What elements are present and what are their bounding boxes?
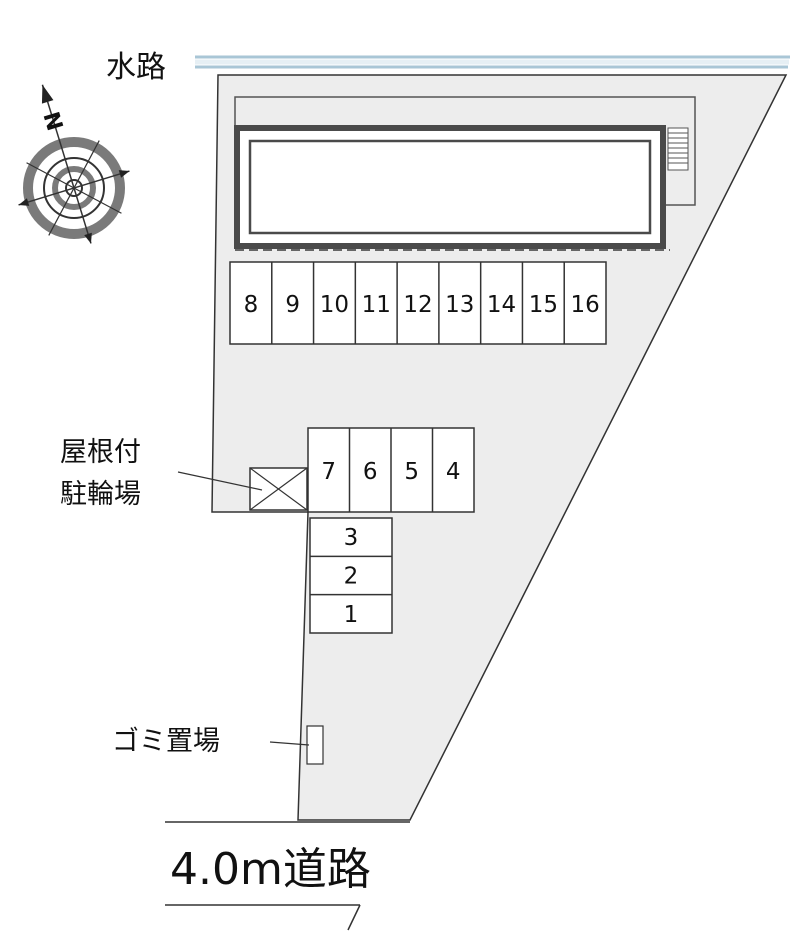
parking-space-5: 5 [404, 459, 419, 485]
bike-parking-label-line2: 駐輪場 [60, 479, 141, 510]
parking-space-10: 10 [320, 292, 349, 318]
staircase-icon [667, 127, 689, 171]
waterway-label: 水路 [106, 50, 166, 85]
parking-space-15: 15 [529, 292, 558, 318]
road-label: 4.0m道路 [170, 844, 371, 895]
bike-parking-leader [177, 471, 263, 491]
garbage-label: ゴミ置場 [112, 726, 220, 757]
parking-space-6: 6 [363, 459, 378, 485]
parking-space-1: 1 [344, 602, 359, 628]
parking-space-12: 12 [403, 292, 432, 318]
parking-space-14: 14 [487, 292, 516, 318]
parking-space-9: 9 [285, 292, 300, 318]
parking-space-8: 8 [244, 292, 259, 318]
garbage-area [306, 725, 324, 765]
parking-space-4: 4 [446, 459, 461, 485]
parking-space-11: 11 [362, 292, 391, 318]
parking-space-2: 2 [344, 564, 359, 590]
parking-space-13: 13 [445, 292, 474, 318]
compass-icon: N [18, 84, 130, 244]
road [165, 821, 410, 931]
apartment-building [234, 96, 696, 251]
north-label: N [40, 108, 69, 133]
parking-space-16: 16 [570, 292, 599, 318]
parking-left-column: 3 2 1 [309, 517, 393, 634]
bike-parking-label-line1: 屋根付 [60, 437, 141, 468]
parking-space-3: 3 [344, 525, 359, 551]
waterway [195, 55, 790, 69]
parking-space-7: 7 [321, 459, 336, 485]
garbage-leader [269, 741, 310, 746]
